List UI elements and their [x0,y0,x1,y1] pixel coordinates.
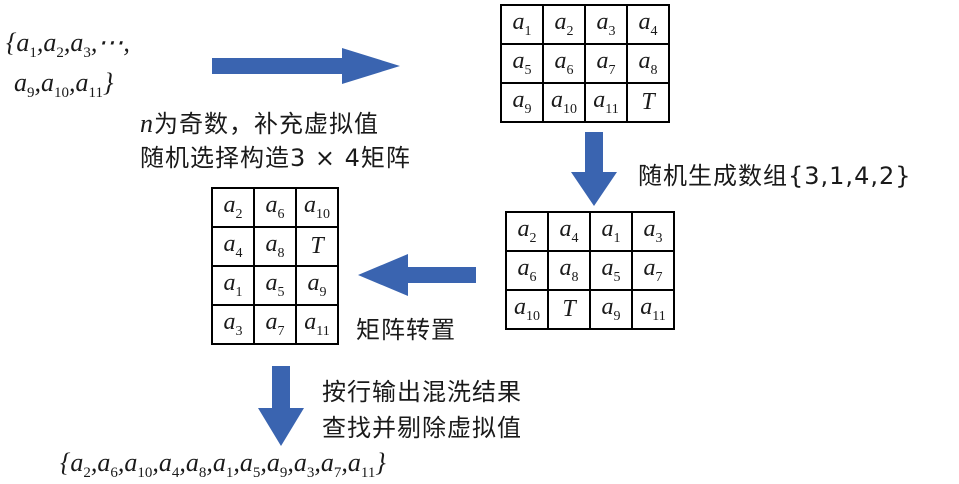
matrix-cell: a8 [253,226,297,267]
output-set-element: a4 [158,448,180,482]
input-set-element: a10 [41,68,69,102]
input-set-element: a2 [43,28,64,62]
matrix-cell: a6 [505,250,549,291]
matrix-cell: a7 [253,304,297,345]
matrix-cell: T [295,226,339,267]
matrix-cell: a11 [295,304,339,345]
matrix-cell: a4 [626,4,670,45]
step1-text-line2: 随机选择构造3 × 4矩阵 [140,144,411,172]
arrow-left-1 [358,254,476,296]
input-set-line2: a9,a10,a11} [14,68,114,102]
variable-n: n [140,109,154,138]
matrix-cell: a9 [589,289,633,330]
input-set-element: a3 [70,28,91,62]
output-set-element: a2 [70,448,91,482]
matrix-cell: a4 [547,211,591,252]
step1-text-line1: n为奇数，补充虚拟值 [140,104,379,139]
matrix-cell: a3 [584,4,628,45]
arrow-down-1 [571,132,617,206]
matrix-cell: a8 [626,43,670,84]
step4-text-line2: 查找并剔除虚拟值 [322,414,522,442]
matrix-cell: a5 [589,250,633,291]
matrix-cell: a8 [547,250,591,291]
input-set-element: a1 [16,28,37,62]
output-set-element: a5 [239,448,261,482]
matrix-cell: T [626,82,670,123]
matrix-cell: a2 [211,187,255,228]
output-set-element: a8 [185,448,207,482]
matrix-cell: a10 [542,82,586,123]
matrix-cell: a5 [253,265,297,306]
matrix-cell: a7 [584,43,628,84]
input-set-element: ⋯ [97,28,124,57]
output-set-element: a3 [293,448,315,482]
step3-text: 矩阵转置 [356,316,456,344]
matrix-cell: a10 [295,187,339,228]
output-set-element: a11 [347,448,376,482]
matrix-cell: a4 [211,226,255,267]
input-set-line1: {a1,a2,a3,⋯, [6,28,130,62]
matrix-cell: T [547,289,591,330]
arrow-down-2 [258,366,304,446]
matrix-cell: a7 [631,250,675,291]
matrix-cell: a3 [631,211,675,252]
matrix-cell: a10 [505,289,549,330]
step1-line1-rest: 为奇数，补充虚拟值 [154,110,379,138]
matrix-cell: a1 [589,211,633,252]
input-set-element: a11 [75,68,103,102]
arrow-right-1 [212,48,400,84]
matrix-cell: a5 [500,43,544,84]
output-set-element: a1 [212,448,234,482]
matrix-cell: a11 [631,289,675,330]
output-set: {a2,a6,a10,a4,a8,a1,a5,a9,a3,a7,a11} [60,448,386,482]
matrix-cell: a9 [500,82,544,123]
output-set-element: a6 [97,448,118,482]
matrix-cell: a11 [584,82,628,123]
matrix-cell: a9 [295,265,339,306]
matrix-cell: a3 [211,304,255,345]
matrix-cell: a2 [505,211,549,252]
input-set-element: a9 [14,68,35,102]
matrix-cell: a1 [500,4,544,45]
output-set-element: a10 [124,448,153,482]
output-set-element: a9 [266,448,288,482]
step2-text: 随机生成数组{3,1,4,2} [638,162,912,190]
matrix-cell: a6 [542,43,586,84]
matrix-cell: a1 [211,265,255,306]
output-set-element: a7 [320,448,342,482]
step4-text-line1: 按行输出混洗结果 [322,378,522,406]
matrix-cell: a6 [253,187,297,228]
matrix-cell: a2 [542,4,586,45]
